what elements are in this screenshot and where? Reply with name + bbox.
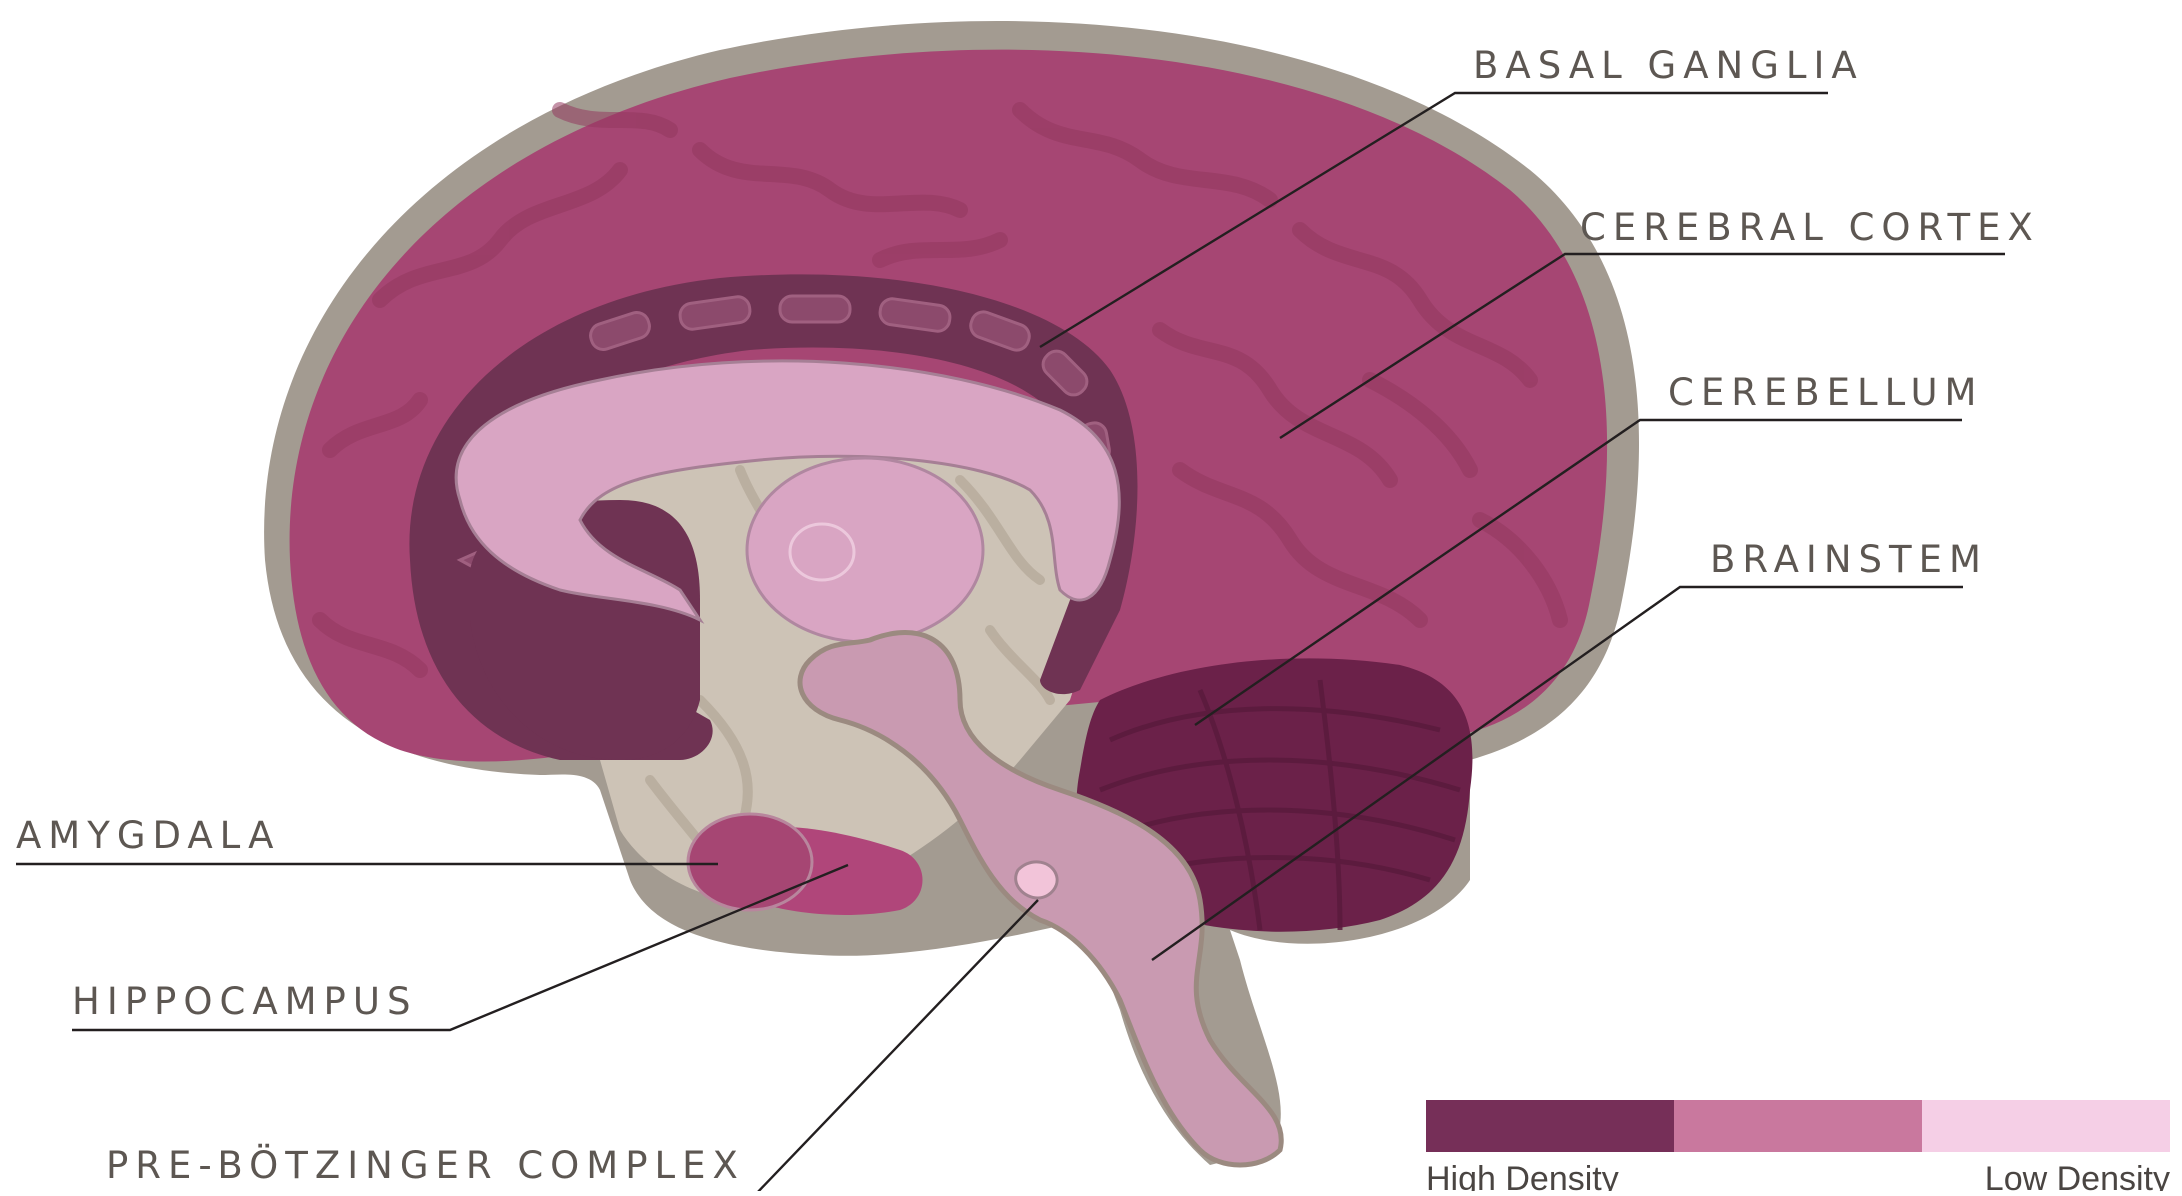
thalamus [747,458,983,642]
density-legend: High Density Low Density [1426,1100,2170,1191]
amygdala [688,814,812,910]
legend-low-label: Low Density [1985,1160,2170,1191]
label-basal-ganglia: BASAL GANGLIA [1473,44,1864,87]
legend-swatch-medium [1674,1100,1922,1152]
label-brainstem: BRAINSTEM [1710,538,1988,581]
label-pre-botzinger-complex: PRE-BÖTZINGER COMPLEX [106,1144,745,1187]
label-cerebral-cortex: CEREBRAL CORTEX [1580,206,2040,249]
pre-botzinger-complex [1016,862,1057,898]
legend-high-label: High Density [1426,1160,1619,1191]
label-amygdala: AMYGDALA [16,814,280,857]
legend-swatch-high [1426,1100,1674,1152]
legend-swatch-low [1922,1100,2170,1152]
label-hippocampus: HIPPOCAMPUS [72,980,417,1023]
label-cerebellum: CEREBELLUM [1668,371,1983,414]
